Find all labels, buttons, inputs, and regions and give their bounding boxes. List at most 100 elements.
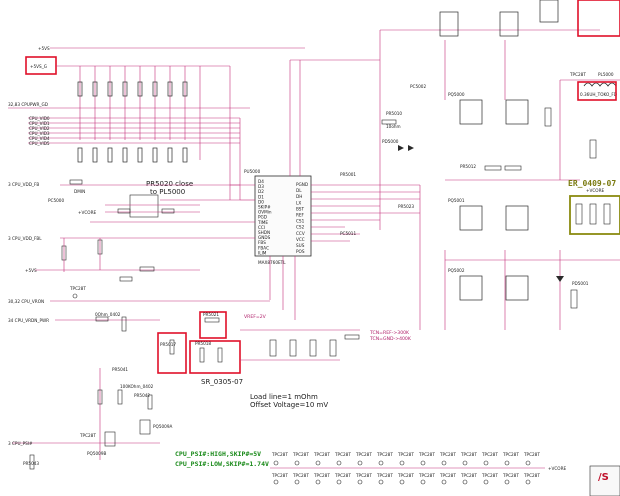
ic-left-pin: ILIM: [258, 250, 267, 255]
pr5010-label: PR5010: [386, 111, 402, 116]
ic-left-pin: SHDN: [258, 230, 270, 235]
olive-box: [569, 195, 620, 235]
ic-part: MAX8760ETL: [258, 260, 286, 265]
pq5000-label: PQ5000: [448, 92, 465, 97]
test-point-label: TPC28T: [397, 473, 414, 478]
test-point-bottom: [441, 479, 447, 485]
vid5-label: CPU_VID5: [29, 141, 50, 146]
ic-left-pin: D3: [258, 184, 264, 189]
r10ohm-label: 10ohm: [386, 124, 401, 129]
vid1-label: CPU_VID1: [29, 121, 50, 126]
test-point-bottom: [336, 479, 342, 485]
tcn-gnd-note: TCN=GND->400K: [369, 336, 412, 342]
test-point-label: TPC28T: [460, 452, 477, 457]
test-point-bottom: [273, 479, 279, 485]
cpu-vron-label: 30,32 CPU_VRON: [8, 299, 44, 304]
r100k-label: 100KOhm_0402: [120, 384, 154, 389]
ic-left-pin: GNDS: [258, 235, 271, 240]
ic-left-pin: TIME: [257, 220, 268, 225]
red-box-upper: [199, 311, 227, 339]
cpu-pwr-gd-label: 32,83 CPUPWR_GD: [8, 102, 48, 107]
test-point-bottom: [315, 479, 321, 485]
test-point-bottom: [378, 479, 384, 485]
er-label: ER_0409-07: [568, 179, 616, 188]
test-point-label: TPC28T: [376, 473, 393, 478]
vdd-fbl-branch: 3 CPU_VDD_FBL +5VS: [8, 236, 200, 282]
pc5002-label: PC5002: [410, 84, 426, 89]
test-point-top: [315, 460, 321, 466]
test-point-bottom: [399, 479, 405, 485]
test-point-label: TPC28T: [397, 452, 414, 457]
ic-left-pin: OVMin: [258, 210, 272, 215]
cpu-vdd-fbl-label: 3 CPU_VDD_FBL: [8, 236, 42, 241]
pr5001-label: PR5001: [340, 172, 356, 177]
vid0-label: CPU_VID0: [29, 116, 50, 121]
ic-left-pin: D0: [258, 199, 264, 204]
p5vs-box-label: +5VS_G: [30, 64, 47, 69]
test-point-bottom: [357, 479, 363, 485]
test-point-label: TPC28T: [439, 452, 456, 457]
ic-left-pin: PGD: [258, 215, 267, 220]
offset-note: Offset Voltage=10 mV: [250, 401, 328, 409]
psi-low-note: CPU_PSI#:LOW,SKIP#=1.74V: [175, 460, 269, 468]
test-point-label: TPC28T: [355, 452, 372, 457]
test-point-top: [336, 460, 342, 466]
tcn-ref-note: TCN=REF->300K: [369, 330, 410, 336]
red-box-right: [189, 340, 241, 374]
ic-right-pin: DL: [296, 188, 302, 193]
sr-label: SR_0305-07: [201, 378, 243, 386]
tpc-label-2: TPC28T: [79, 433, 96, 438]
test-point-label: TPC28T: [355, 473, 372, 478]
logo-corner: /S: [589, 465, 620, 496]
test-point-top: [483, 460, 489, 466]
tpc-label-3: TPC28T: [569, 72, 586, 77]
ic-right-pin: CS1: [296, 219, 305, 224]
ic-refdes: PU5000: [244, 169, 261, 174]
test-point-top: [504, 460, 510, 466]
test-point-label: TPC28T: [376, 452, 393, 457]
test-point-label: TPC28T: [292, 452, 309, 457]
pd5001-label: PD5001: [572, 281, 589, 286]
test-point-bottom: [504, 479, 510, 485]
tpc-label-1: TPC28T: [69, 286, 86, 291]
test-point-bottom: [420, 479, 426, 485]
red-box-top-right: [577, 0, 620, 37]
pq5001-label: PQ5001: [448, 198, 465, 203]
pr5020-note: PR5020 close: [146, 180, 193, 188]
ic-left-pin: D4: [258, 179, 264, 184]
pc5011-label: PC5011: [340, 231, 356, 236]
ic-left-pin: FBS: [258, 240, 266, 245]
r0ohm-label: 0Ohm_0402: [95, 312, 121, 317]
pq5009a-label: PQ5009A: [153, 424, 172, 429]
test-point-top: [462, 460, 468, 466]
pr5018-label: PR5018: [195, 341, 211, 346]
pr5017-label: PR5017: [160, 342, 176, 347]
psi-circuit: 3 CPU_PSI# TPC28T 100KOhm_0402 PQ5009A P…: [8, 367, 172, 470]
test-point-label: TPC28T: [502, 452, 519, 457]
vid-bus: 32,83 CPUPWR_GD CPU_VID0 CPU_VID1 CPU_VI…: [8, 102, 250, 200]
vid3-label: CPU_VID3: [29, 131, 50, 136]
rail-p5vs: +5VS: [38, 46, 305, 51]
mosfet-stage: PC5002 PR5010 10ohm PD5000: [379, 0, 620, 330]
test-point-label: TPC28T: [460, 473, 477, 478]
pr5023-label: PR5023: [398, 204, 414, 209]
pc5000-label: PC5000: [48, 198, 64, 203]
ic-right-pin: LX: [296, 200, 301, 205]
vref-note: VREF=2V: [244, 314, 267, 320]
ic-right-pin: POS: [296, 249, 305, 254]
diode-pair: [398, 145, 414, 151]
test-point-label: TPC28T: [523, 452, 540, 457]
test-point-top: [525, 460, 531, 466]
test-point-label: TPC28T: [481, 452, 498, 457]
p5vs-low-label: +5VS: [25, 268, 37, 273]
test-point-top: [357, 460, 363, 466]
test-point-label: TPC28T: [502, 473, 519, 478]
ic-right-pin: CCV: [296, 231, 305, 236]
test-point-top: [294, 460, 300, 466]
p5vs-highlight-box: [25, 56, 57, 75]
test-point-bottom: [462, 479, 468, 485]
cpu-vdd-fb-label: 3 CPU_VDD_FB: [8, 182, 39, 187]
ic-right-pin: PGND: [296, 182, 308, 187]
